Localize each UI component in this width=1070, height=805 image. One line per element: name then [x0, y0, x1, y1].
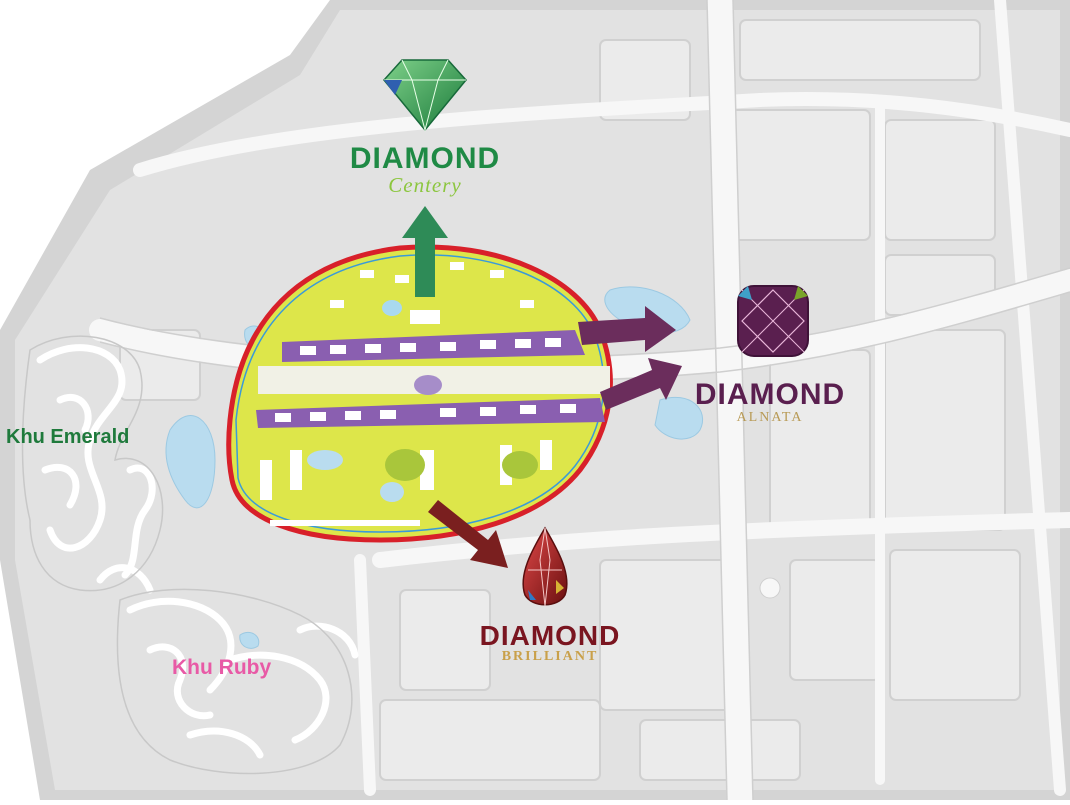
project-subtitle: Centery: [388, 173, 462, 197]
arrow-to-brilliant: [428, 500, 508, 568]
roundabout: [759, 577, 781, 599]
project-name: DIAMOND: [694, 378, 846, 411]
project-name: DIAMOND: [349, 142, 501, 175]
emerald-gem-icon: [383, 59, 467, 132]
project-label-alnata: DIAMOND ALNATA: [680, 378, 860, 426]
arrow-to-alnata-top: [578, 306, 676, 352]
amethyst-gem-icon: [737, 285, 809, 357]
emerald-cluster: [36, 344, 156, 594]
emerald-cluster-outline: [21, 335, 164, 592]
arrow-to-alnata-bottom: [600, 358, 682, 410]
project-name: DIAMOND: [479, 620, 621, 651]
project-label-centery: DIAMOND Centery: [340, 142, 510, 198]
ruby-cluster: [126, 597, 359, 759]
zone-label-emerald: Khu Emerald: [6, 426, 130, 448]
zone-label-ruby: Khu Ruby: [172, 656, 272, 679]
arrow-to-centery: [402, 206, 448, 297]
project-subtitle: BRILLIANT: [501, 649, 599, 664]
ruby-cluster-outline: [116, 588, 353, 775]
diamond-site: [226, 244, 613, 543]
ruby-gem-icon: [522, 526, 568, 607]
project-label-brilliant: DIAMOND BRILLIANT: [470, 620, 630, 665]
project-subtitle: ALNATA: [736, 410, 804, 425]
city-blocks: [119, 19, 1021, 781]
